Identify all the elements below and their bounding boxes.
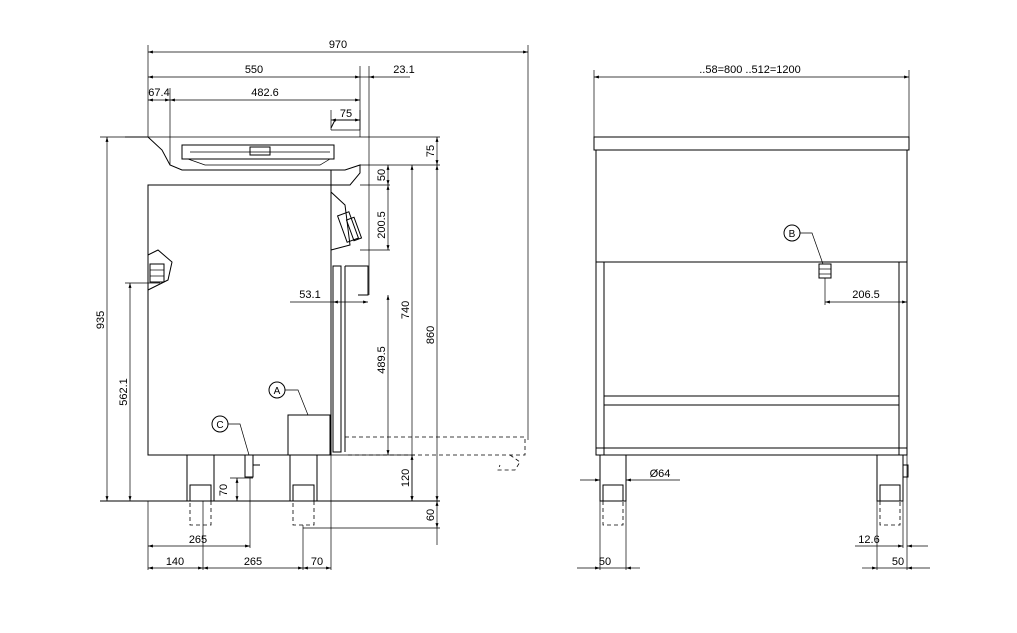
- dim-overall-width: 970: [329, 39, 347, 51]
- dim-panel-top: 50: [376, 169, 388, 181]
- front-view: ..58=800 ..512=1200 206.5 Ø64 50 12.6 50…: [577, 64, 930, 570]
- dim-bottom-mid: 265: [244, 556, 262, 568]
- dim-drain-height: 70: [218, 484, 230, 496]
- legs: [186, 454, 318, 526]
- dim-door-offset: 53.1: [299, 289, 320, 301]
- dim-top-thickness: 75: [425, 145, 437, 157]
- dim-height-860: 860: [425, 326, 437, 344]
- side-callouts: [211, 381, 309, 456]
- callout-b-label: B: [789, 229, 796, 240]
- front-dimension-lines: [577, 75, 930, 570]
- dim-knob-offset: 75: [340, 108, 352, 120]
- connection-b: [818, 263, 832, 279]
- dim-front-width: ..58=800 ..512=1200: [699, 64, 801, 76]
- dim-knob-projection: 23.1: [393, 64, 414, 76]
- front-dimension-texts: ..58=800 ..512=1200 206.5 Ø64 50 12.6 50…: [599, 64, 904, 568]
- cabinet-body: [100, 119, 526, 526]
- front-legs: [599, 454, 909, 526]
- dim-connection-offset: 206.5: [852, 289, 880, 301]
- side-extension-lines: [100, 45, 529, 570]
- side-dimension-texts: 970 550 23.1 67.4 482.6 75 75 50 200.5 5…: [95, 39, 437, 568]
- dim-right-leg: 50: [892, 556, 904, 568]
- dim-connection-height: 562.1: [118, 378, 130, 406]
- side-gas-connection: [147, 249, 173, 291]
- dim-panel-height: 200.5: [376, 211, 388, 239]
- dim-drain-x: 265: [189, 534, 207, 546]
- side-dimension-lines: [105, 50, 528, 570]
- dim-leg-offset: 12.6: [858, 534, 879, 546]
- dim-bottom-right: 70: [311, 556, 323, 568]
- front-cabinet: [593, 136, 910, 526]
- side-view: 970 550 23.1 67.4 482.6 75 75 50 200.5 5…: [95, 39, 529, 570]
- dim-left-offset: 67.4: [148, 87, 169, 99]
- callout-a-label: A: [274, 386, 281, 397]
- callout-c-label: C: [216, 420, 223, 431]
- dim-door-height: 489.5: [376, 346, 388, 374]
- dim-burner-width: 482.6: [251, 87, 279, 99]
- front-extension-lines: [593, 70, 910, 570]
- dim-leg-diameter: Ø64: [650, 468, 671, 480]
- drain-pipe: [244, 454, 254, 478]
- dim-height-740: 740: [400, 301, 412, 319]
- dim-bottom-left: 140: [166, 556, 184, 568]
- dim-body-width: 550: [245, 64, 263, 76]
- component-a-box: [287, 414, 331, 456]
- dim-floor-clearance: 60: [425, 509, 437, 521]
- dim-height-935: 935: [95, 311, 107, 329]
- dim-leg-height: 120: [400, 469, 412, 487]
- front-callouts: [783, 224, 824, 265]
- dim-left-leg: 50: [599, 556, 611, 568]
